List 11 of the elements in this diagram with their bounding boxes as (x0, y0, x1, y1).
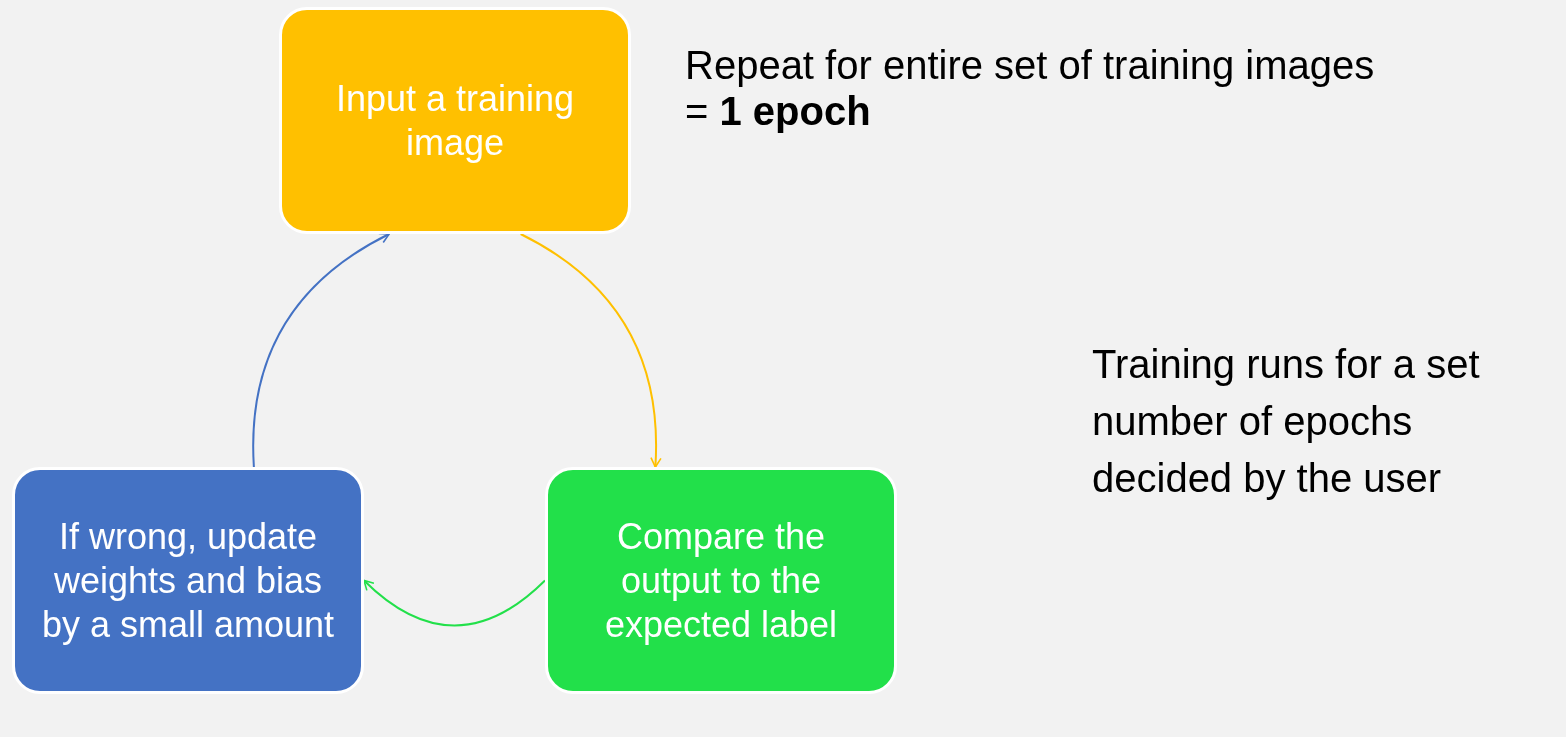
process-box (279, 7, 631, 234)
box-text: Compare the output to the expected label (603, 514, 839, 647)
curved-arrow (252, 233, 391, 468)
box-text: If wrong, update weights and bias by a small amount (40, 514, 336, 647)
curved-arrow (363, 579, 546, 627)
process-box (12, 467, 364, 694)
process-box (545, 467, 897, 694)
note-text: Repeat for entire set of training images = 1 epoch (685, 42, 1376, 134)
note-text: Training runs for a set number of epochs decided by the user (1092, 341, 1481, 502)
curved-arrow (519, 233, 662, 468)
box-text: Input a training image (334, 76, 576, 165)
